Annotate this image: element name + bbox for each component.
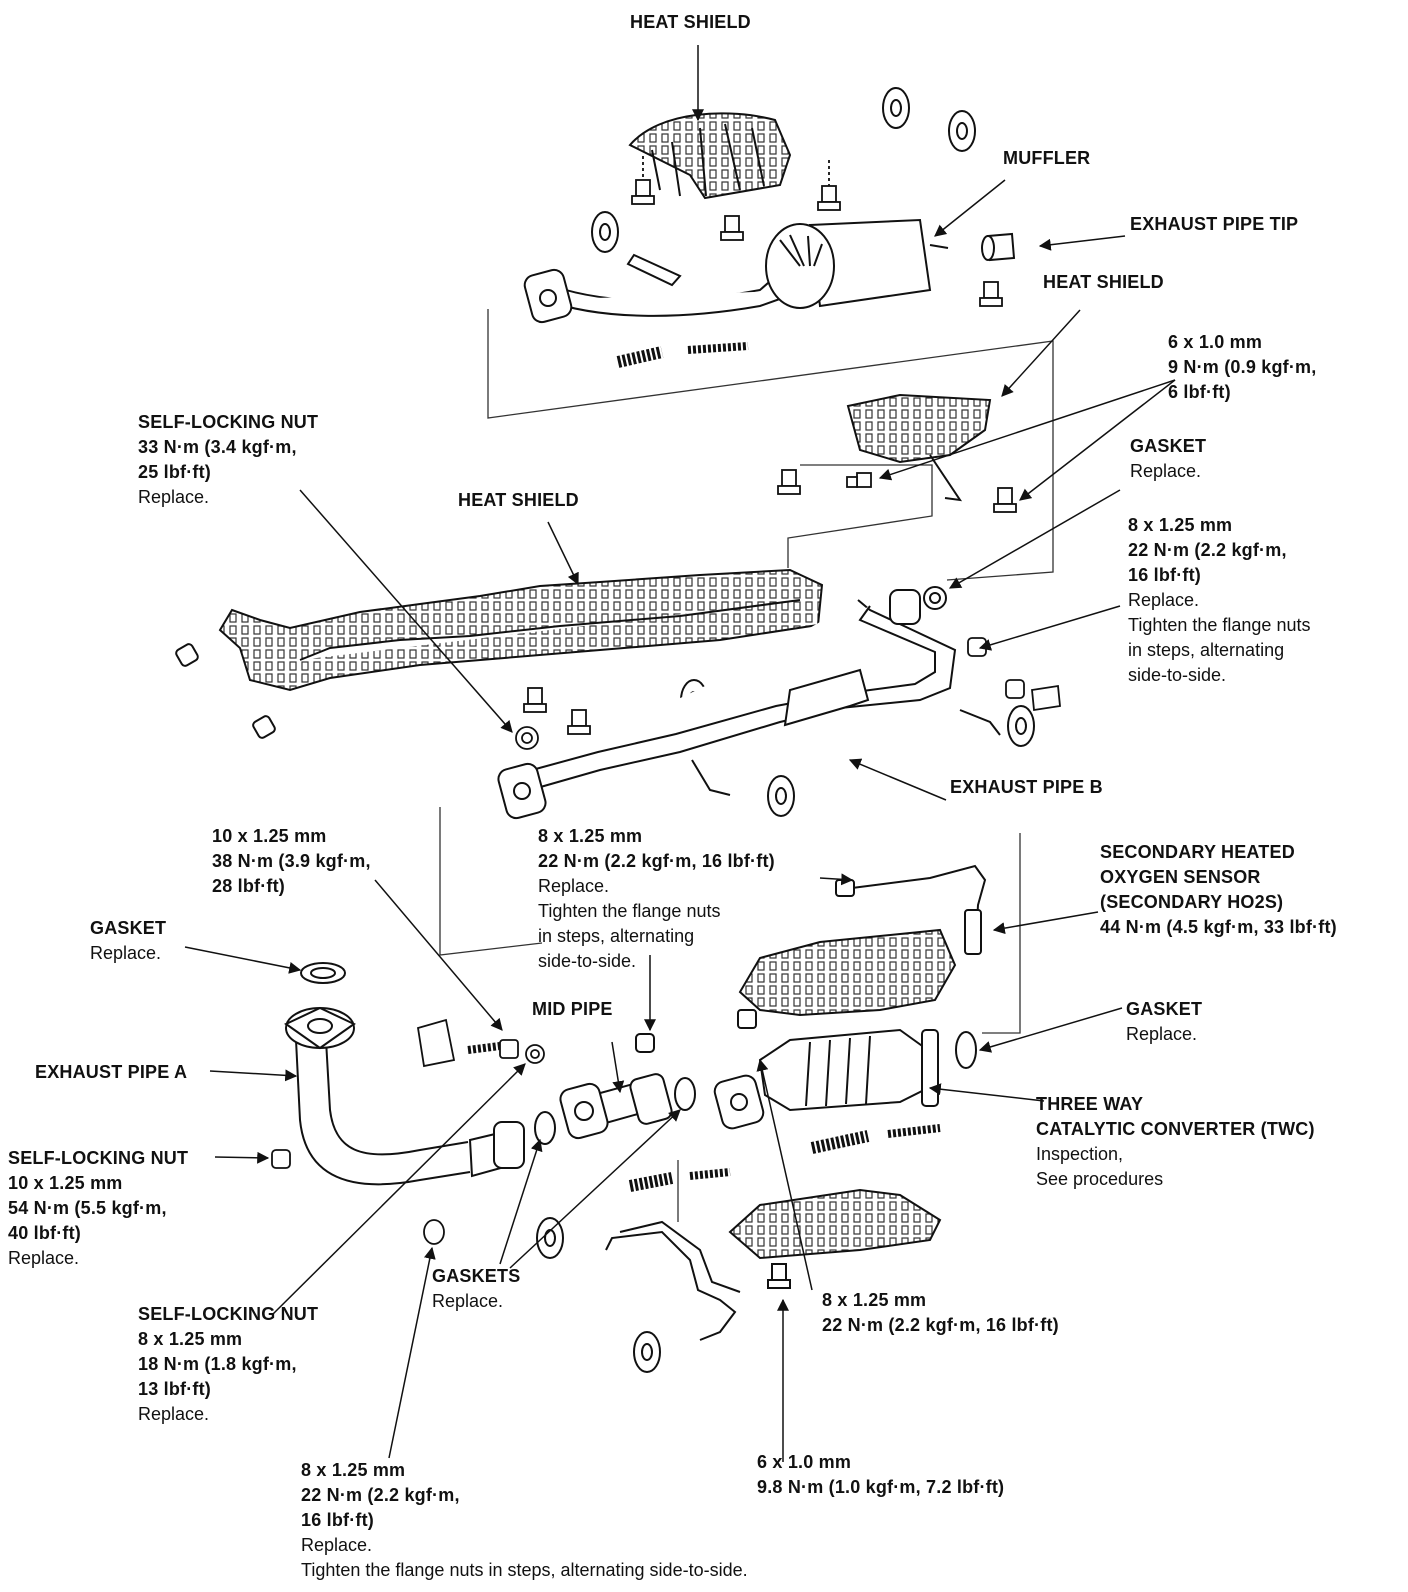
label-exhaust-pipe-b: EXHAUST PIPE B <box>950 777 1103 797</box>
exhaust-pipe-b <box>497 586 1001 820</box>
label-exhaust-pipe-tip: EXHAUST PIPE TIP <box>1130 214 1299 234</box>
label-secondary-ho2s: SECONDARY HEATED OXYGEN SENSOR (SECONDAR… <box>1100 842 1337 937</box>
exhaust-pipe-a-hardware <box>271 1018 545 1245</box>
label-bolt-6x1-top: 6 x 1.0 mm 9 N·m (0.9 kgf·m, 6 lbf·ft) <box>1168 332 1317 402</box>
twc-springs <box>628 1124 941 1192</box>
muffler <box>523 218 949 324</box>
reference-lines <box>439 309 1054 1222</box>
heat-shield-right-bolts <box>777 469 1017 513</box>
label-gasket-left: GASKET Replace. <box>90 918 167 963</box>
label-bolt-10x125: 10 x 1.25 mm 38 N·m (3.9 kgf·m, 28 lbf·f… <box>212 826 371 896</box>
heat-shield-muffler <box>628 112 792 200</box>
twc-converter <box>713 1009 977 1130</box>
label-nut-8x125-upper-right: 8 x 1.25 mm 22 N·m (2.2 kgf·m, 16 lbf·ft… <box>1128 515 1311 685</box>
secondary-ho2s <box>835 864 987 955</box>
label-heat-shield-top: HEAT SHIELD <box>630 12 751 32</box>
label-gasket-right-twc: GASKET Replace. <box>1126 999 1203 1044</box>
label-self-locking-nut-lower: SELF-LOCKING NUT 8 x 1.25 mm 18 N·m (1.8… <box>138 1304 319 1424</box>
label-nut-8x125-twc: 8 x 1.25 mm 22 N·m (2.2 kgf·m, 16 lbf·ft… <box>822 1290 1059 1335</box>
exhaust-pipe-tip <box>981 232 1016 262</box>
label-gasket-upper-right: GASKET Replace. <box>1130 436 1207 481</box>
label-self-locking-nut-left: SELF-LOCKING NUT 10 x 1.25 mm 54 N·m (5.… <box>8 1148 189 1268</box>
label-nut-8x125-center: 8 x 1.25 mm 22 N·m (2.2 kgf·m, 16 lbf·ft… <box>538 826 775 971</box>
twc-heat-shield <box>738 928 957 1017</box>
muffler-springs <box>616 342 749 368</box>
twc-lower-heat-shield <box>728 1188 942 1289</box>
label-mid-pipe: MID PIPE <box>532 999 613 1019</box>
exhaust-pipe-a <box>284 962 525 1186</box>
heat-shield-right <box>846 393 992 502</box>
label-muffler: MUFFLER <box>1003 148 1091 168</box>
label-heat-shield-right: HEAT SHIELD <box>1043 272 1164 292</box>
label-bolt-6x1-bottom: 6 x 1.0 mm 9.8 N·m (1.0 kgf·m, 7.2 lbf·f… <box>757 1452 1005 1497</box>
heat-shield-middle <box>218 568 824 692</box>
mid-pipe <box>534 1033 696 1145</box>
exhaust-pipe-b-nuts <box>967 637 1061 712</box>
label-nut-8x125-bottom: 8 x 1.25 mm 22 N·m (2.2 kgf·m, 16 lbf·ft… <box>301 1460 748 1580</box>
heat-shield-muffler-bolts <box>631 156 1003 307</box>
label-heat-shield-middle: HEAT SHIELD <box>458 490 579 510</box>
label-twc: THREE WAY CATALYTIC CONVERTER (TWC) Insp… <box>1036 1094 1315 1189</box>
label-gaskets: GASKETS Replace. <box>432 1266 521 1311</box>
hanger-bracket <box>605 1220 741 1341</box>
label-exhaust-pipe-a: EXHAUST PIPE A <box>35 1062 188 1082</box>
label-self-locking-nut-upper: SELF-LOCKING NUT 33 N·m (3.4 kgf·m, 25 l… <box>138 412 319 507</box>
leader-arrows <box>184 45 1176 1462</box>
